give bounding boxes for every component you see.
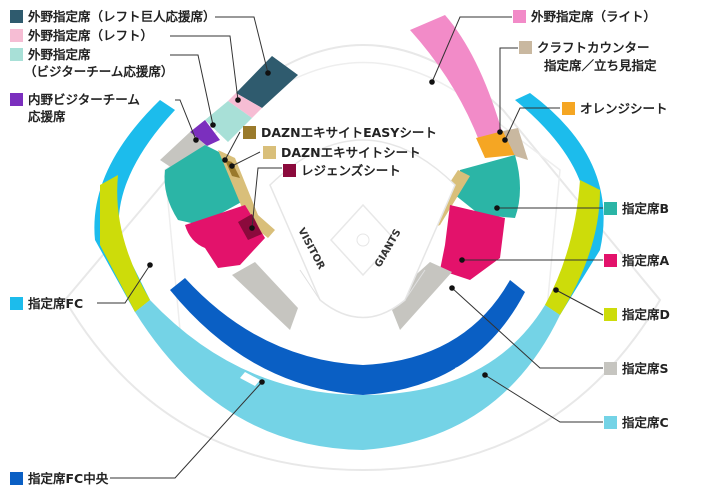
legend-left-field-giants: 外野指定席（レフト巨人応援席）: [10, 9, 216, 24]
legend-reserved-fc-center-label: 指定席FC中央: [28, 471, 109, 486]
legend-reserved-b: 指定席B: [604, 201, 669, 216]
section-reserved-c[interactable]: [135, 300, 560, 450]
section-dazn-easy[interactable]: [225, 160, 240, 178]
legend-left-field-visitor-sub: （ビジターチーム応援席）: [24, 64, 174, 79]
legend-dazn-label: DAZNエキサイトシート: [281, 145, 421, 160]
swatch-reserved-d: [604, 308, 617, 321]
legend-legends-label: レジェンズシート: [301, 163, 401, 178]
legend-left-field-visitor: 外野指定席: [10, 47, 91, 62]
swatch-reserved-a: [604, 254, 617, 267]
legend-right-field: 外野指定席（ライト）: [513, 9, 656, 24]
legend-reserved-s: 指定席S: [604, 361, 669, 376]
legend-infield-visitor: 内野ビジターチーム: [10, 92, 140, 107]
section-infield-visitor[interactable]: [190, 120, 220, 146]
legend-reserved-b-label: 指定席B: [622, 201, 670, 216]
swatch-infield-visitor: [10, 93, 23, 106]
gap-right: [455, 362, 474, 374]
legend-craft-sub: 指定席／立ち見指定: [544, 58, 657, 73]
legend-reserved-c-label: 指定席C: [622, 415, 669, 430]
swatch-reserved-b: [604, 202, 617, 215]
leader-dots: [147, 70, 559, 385]
dugout-left: [299, 269, 321, 301]
swatch-dazn: [263, 146, 276, 159]
section-left-field-visitor[interactable]: [205, 101, 252, 142]
legend-left-field-visitor-label: 外野指定席: [28, 47, 91, 62]
legend-reserved-fc-label: 指定席FC: [28, 296, 84, 311]
section-reserved-s-left[interactable]: [232, 262, 298, 330]
legend-legends: レジェンズシート: [283, 163, 401, 178]
legend-left-field-label: 外野指定席（レフト）: [28, 28, 154, 43]
section-reserved-d-left[interactable]: [100, 175, 150, 312]
playing-field: [269, 139, 456, 319]
legend-left-field-giants-label: 外野指定席（レフト巨人応援席）: [28, 9, 216, 24]
section-right-field[interactable]: [410, 15, 503, 138]
section-left-field-giants[interactable]: [236, 56, 298, 108]
legend-left-field: 外野指定席（レフト）: [10, 28, 153, 43]
legend-dazn-easy-label: DAZNエキサイトEASYシート: [261, 125, 437, 140]
section-reserved-a-right[interactable]: [440, 205, 505, 280]
legend-dazn: DAZNエキサイトシート: [263, 145, 421, 160]
legend-orange: オレンジシート: [562, 101, 668, 116]
legend-reserved-fc-center: 指定席FC中央: [10, 471, 108, 486]
legend-orange-label: オレンジシート: [580, 101, 668, 116]
swatch-reserved-fc: [10, 297, 23, 310]
swatch-left-field-visitor: [10, 48, 23, 61]
swatch-dazn-easy: [243, 126, 256, 139]
leader-lines: [97, 16, 604, 479]
legend-infield-visitor-label: 内野ビジターチーム: [28, 92, 140, 107]
legend-infield-visitor-sub: 応援席: [28, 109, 66, 124]
section-craft[interactable]: [503, 128, 528, 160]
swatch-reserved-fc-center: [10, 472, 23, 485]
swatch-reserved-s: [604, 362, 617, 375]
legend-reserved-a-label: 指定席A: [622, 253, 670, 268]
swatch-orange: [562, 102, 575, 115]
swatch-legends: [283, 164, 296, 177]
legend-reserved-d: 指定席D: [604, 307, 670, 322]
legend-craft-label: クラフトカウンター: [537, 40, 650, 55]
section-reserved-s-right[interactable]: [388, 262, 452, 330]
legend-reserved-c: 指定席C: [604, 415, 669, 430]
legend-reserved-d-label: 指定席D: [622, 307, 670, 322]
section-reserved-d-right[interactable]: [545, 180, 600, 315]
legend-craft: クラフトカウンター: [519, 40, 650, 55]
swatch-right-field: [513, 10, 526, 23]
gap-left: [240, 372, 260, 386]
swatch-craft: [519, 41, 532, 54]
legend-reserved-a: 指定席A: [604, 253, 669, 268]
section-reserved-fc-center[interactable]: [170, 278, 525, 395]
swatch-left-field: [10, 29, 23, 42]
infield-diamond: [329, 203, 397, 277]
legend-right-field-label: 外野指定席（ライト）: [531, 9, 657, 24]
dugout-right: [404, 269, 426, 301]
pitchers-mound: [356, 233, 370, 247]
legend-reserved-fc: 指定席FC: [10, 296, 83, 311]
swatch-left-field-giants: [10, 10, 23, 23]
legend-reserved-s-label: 指定席S: [622, 361, 669, 376]
section-reserved-b-right[interactable]: [455, 155, 520, 218]
legend-dazn-easy: DAZNエキサイトEASYシート: [243, 125, 437, 140]
stadium-outline: [63, 44, 662, 472]
swatch-reserved-c: [604, 416, 617, 429]
